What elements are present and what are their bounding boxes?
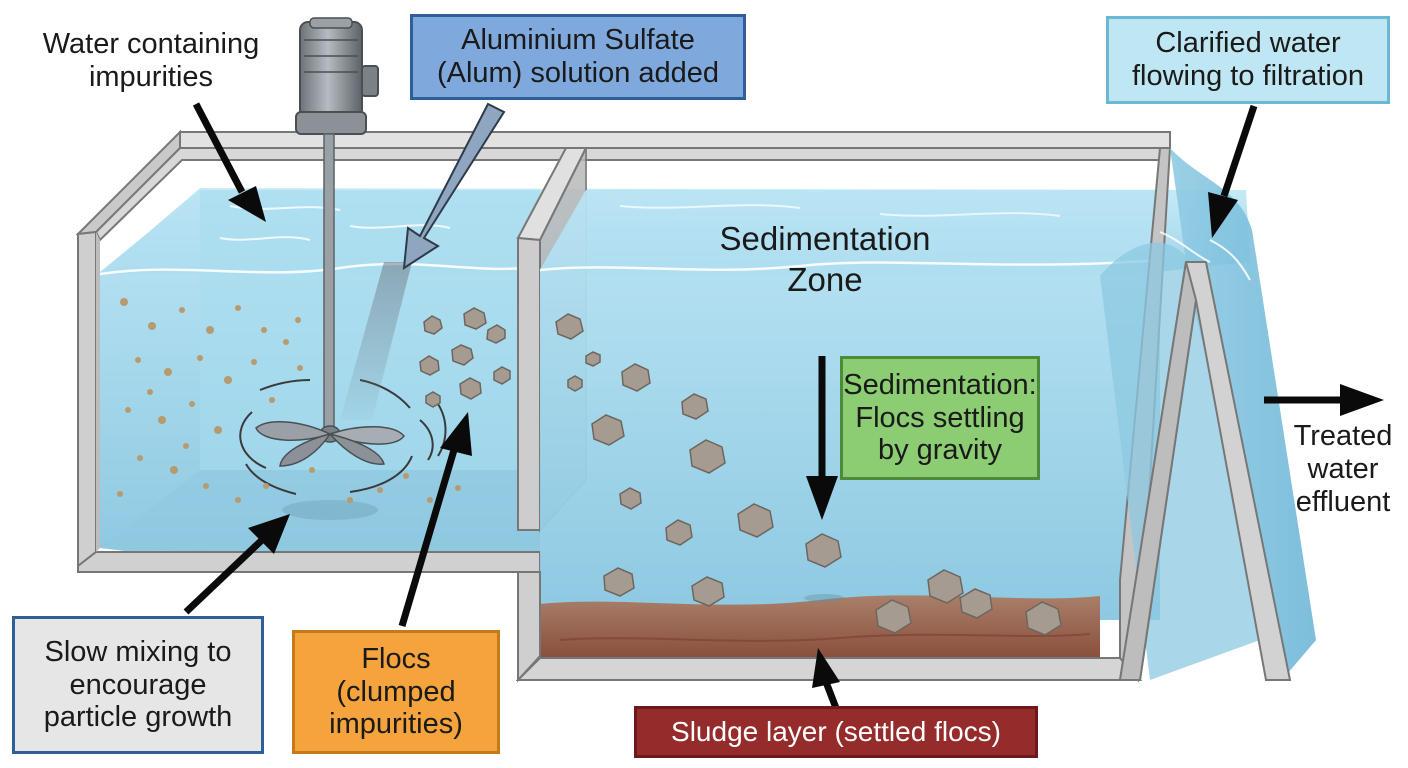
motor-icon [295,17,379,135]
treated-effluent-label: Treated water effluent [1293,420,1393,518]
water-impurities-label: Water containing impurities [42,28,260,93]
sludge-layer [540,595,1100,658]
mixer-shaft [323,133,335,435]
flocs-settling-box: Sedimentation: Flocs settling by gravity [840,356,1040,480]
flocs-box: Flocs (clumped impurities) [292,630,500,754]
alum-spray [340,262,412,420]
sludge-layer-box: Sludge layer (settled flocs) [634,706,1038,758]
mixing-motion-arrows [239,379,447,495]
mixing-shadow [282,500,378,520]
slow-mixing-box: Slow mixing to encourage particle growth [12,616,264,754]
floc-particle-icon [419,307,1062,636]
alum-added-box: Aluminium Sulfate (Alum) solution added [410,14,746,100]
impurity-particles [117,298,461,503]
sedimentation-zone-label: Sedimentation Zone [719,220,931,299]
effluent-channel [1100,148,1316,681]
clarified-water-box: Clarified water flowing to filtration [1106,16,1390,104]
impeller-icon [255,421,405,467]
floc-shadow [804,594,844,602]
arrow-icon [183,102,1384,710]
